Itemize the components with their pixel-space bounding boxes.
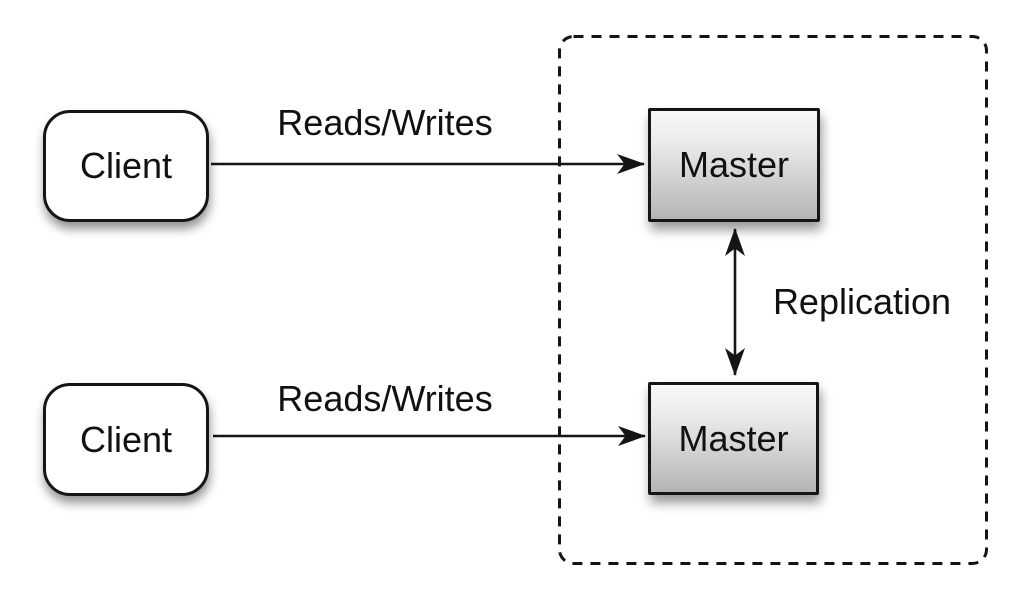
node-client-bottom-label: Client xyxy=(79,418,173,460)
node-master-top-label: Master xyxy=(678,144,790,185)
replication-cluster-boundary xyxy=(558,35,988,565)
node-client-top: Client xyxy=(43,110,209,222)
node-master-bottom: Master xyxy=(648,382,819,495)
edge-label-replication: Replication xyxy=(772,281,952,322)
node-master-bottom-label: Master xyxy=(678,417,789,459)
node-client-top-label: Client xyxy=(79,145,173,186)
edge-label-reads-writes-bottom: Reads/Writes xyxy=(277,378,493,419)
node-client-bottom: Client xyxy=(43,383,209,496)
edge-label-reads-writes-top: Reads/Writes xyxy=(277,102,493,143)
node-master-top: Master xyxy=(648,108,820,222)
